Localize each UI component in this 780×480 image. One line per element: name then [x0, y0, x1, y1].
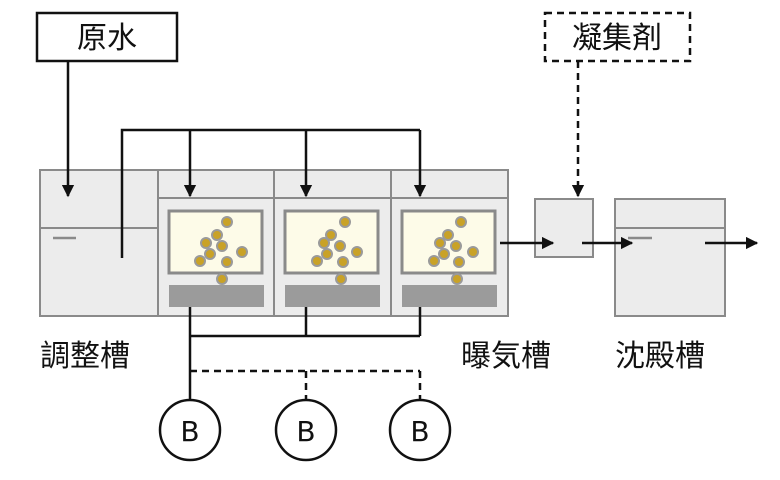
blower-2: B	[274, 398, 338, 462]
blower-1: B	[158, 398, 222, 462]
aeration-chamber-2	[283, 209, 380, 307]
air-bubbles	[428, 216, 479, 285]
raw-water-box: 原水	[35, 11, 179, 63]
aeration-chamber-3	[400, 209, 497, 307]
air-bubbles	[311, 216, 363, 285]
blower-label: B	[180, 415, 199, 448]
coagulant-box: 凝集剤	[543, 11, 692, 63]
blower-label: B	[410, 415, 429, 448]
coagulant-label: 凝集剤	[572, 21, 662, 56]
equalization-tank-label: 調整槽	[40, 339, 130, 374]
flow-lines	[61, 61, 759, 400]
blower-label: B	[296, 415, 315, 448]
sedimentation-tank	[614, 198, 726, 317]
aeration-chamber-1	[167, 209, 264, 307]
raw-water-label: 原水	[77, 21, 137, 56]
aeration-tank	[157, 169, 509, 317]
aeration-tank-label: 曝気槽	[461, 339, 551, 374]
diffuser-plate	[402, 285, 497, 307]
diffuser-plate	[285, 285, 380, 307]
equalization-tank	[39, 169, 159, 317]
sedimentation-tank-label: 沈殿槽	[615, 339, 705, 374]
coagulation-tank	[534, 198, 594, 258]
air-bubbles	[194, 216, 248, 285]
distribution-header	[120, 128, 420, 258]
blower-3: B	[388, 398, 452, 462]
diffuser-plate	[169, 285, 264, 307]
